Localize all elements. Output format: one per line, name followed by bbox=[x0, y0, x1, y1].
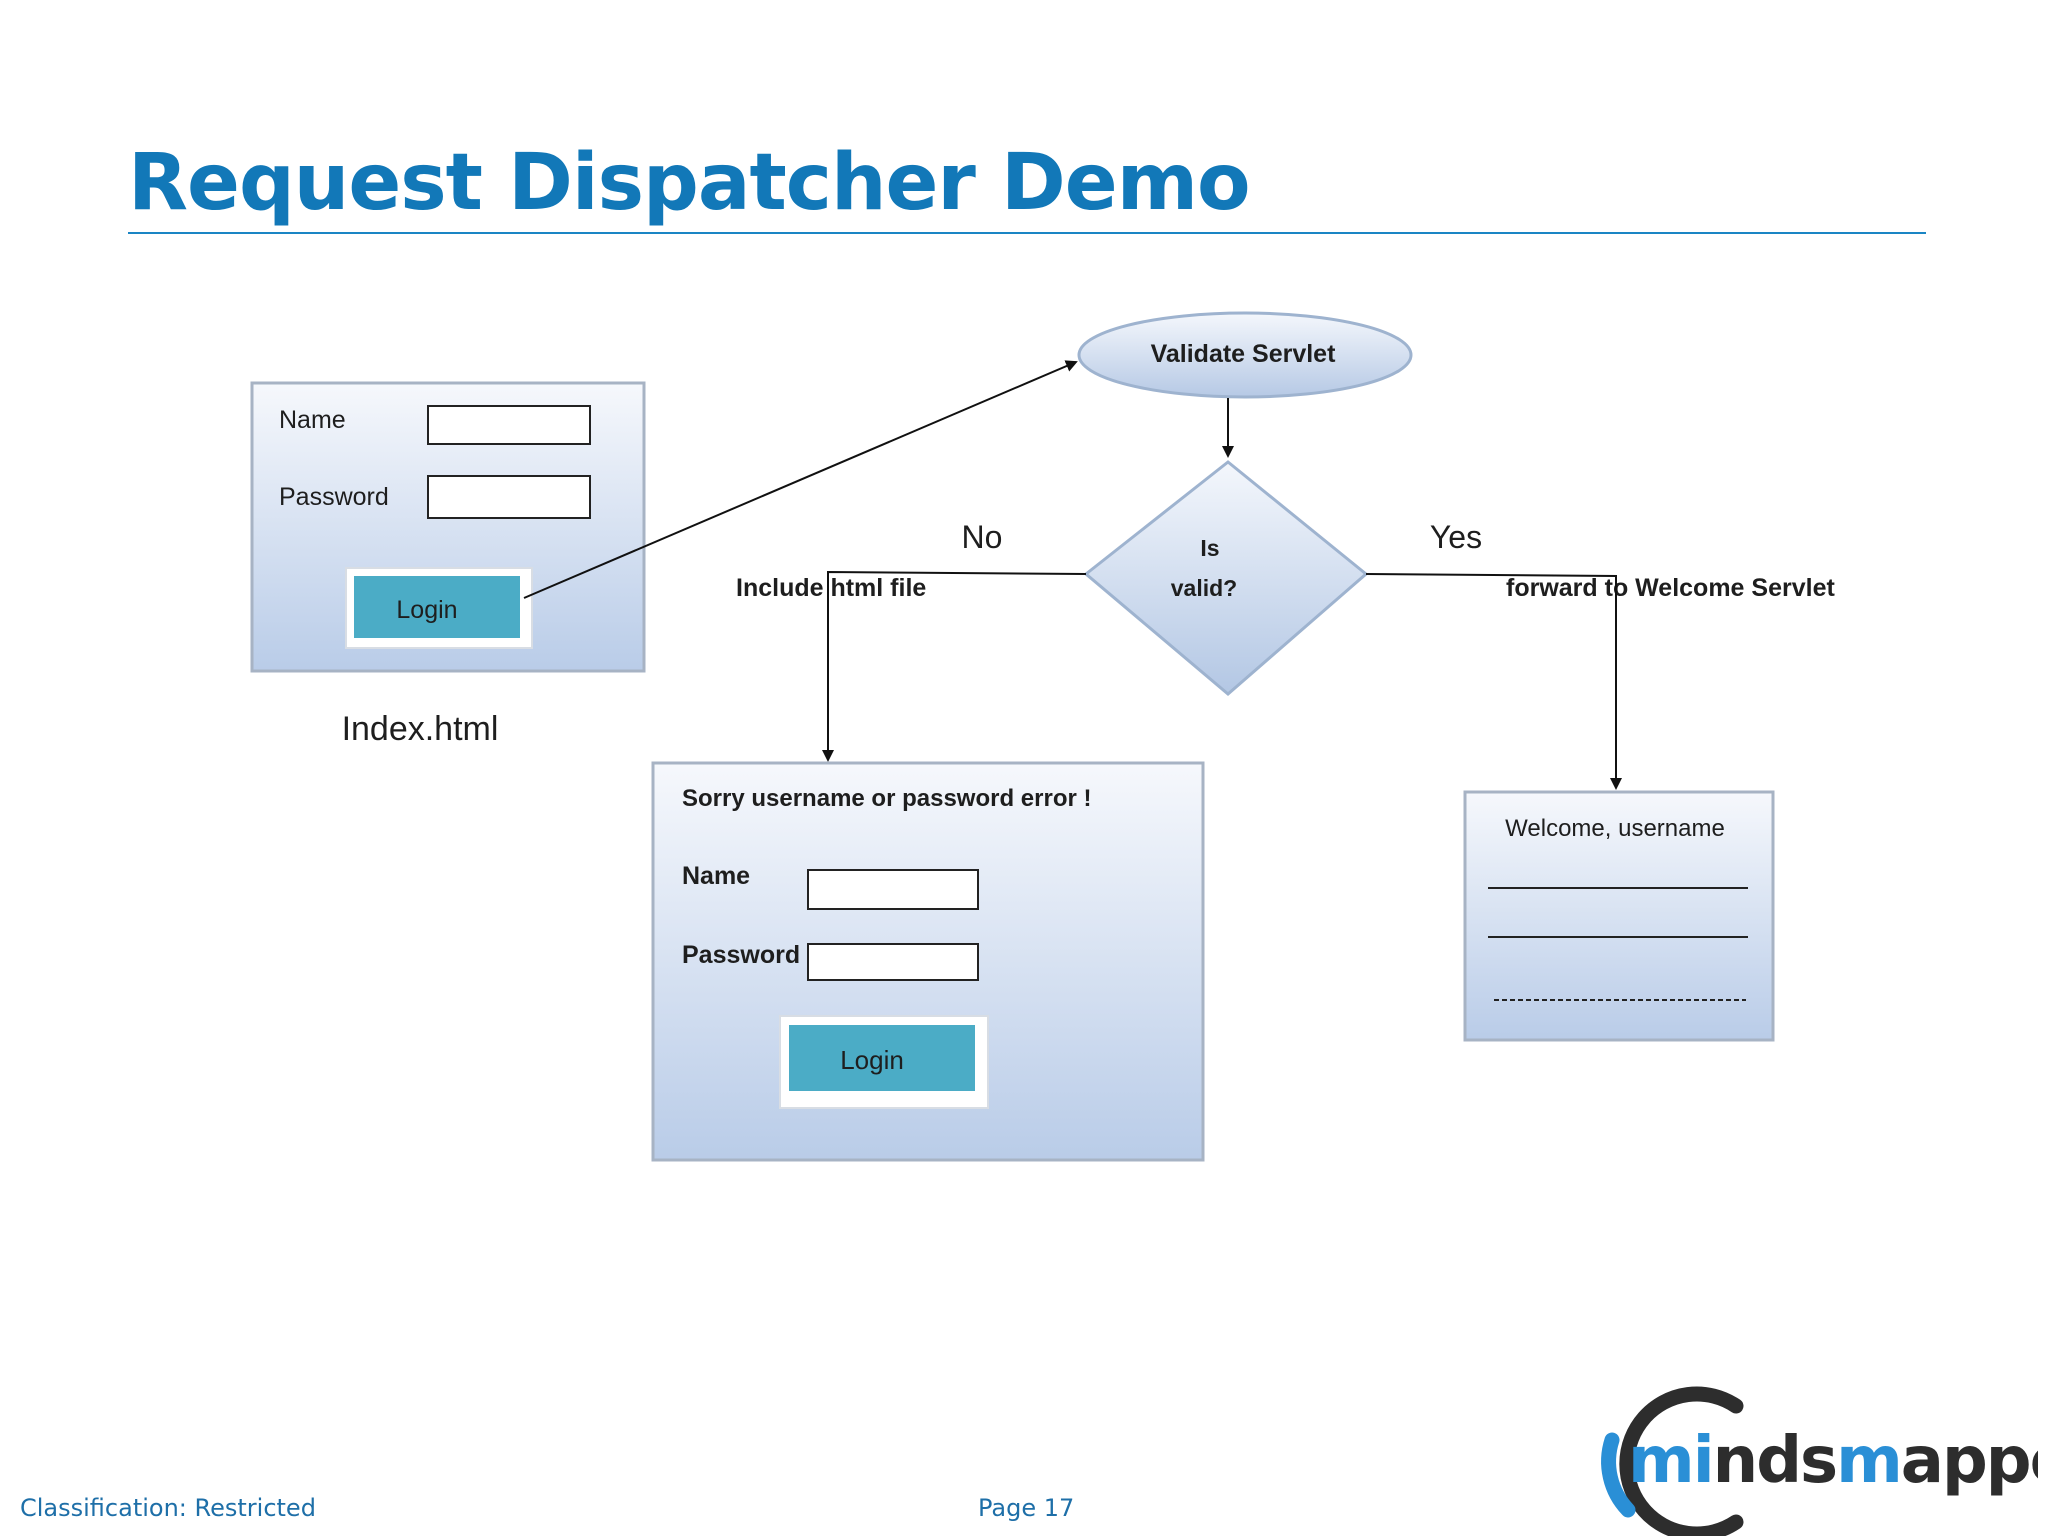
error-login-label: Login bbox=[840, 1045, 904, 1075]
index-login-button[interactable]: Login bbox=[345, 567, 533, 649]
index-name-field[interactable] bbox=[427, 405, 591, 445]
decision-label-is: Is bbox=[1200, 535, 1219, 561]
slide-title: Request Dispatcher Demo bbox=[128, 138, 1251, 228]
decision-node: Is valid? bbox=[1083, 460, 1369, 696]
validate-servlet-label: Validate Servlet bbox=[1151, 340, 1337, 368]
no-label: No bbox=[962, 519, 1003, 555]
arrow-login-to-servlet bbox=[523, 360, 1078, 599]
index-caption: Index.html bbox=[342, 710, 499, 748]
welcome-text: Welcome, username bbox=[1505, 815, 1725, 842]
mindsmapped-logo: mindsmapped bbox=[1601, 1386, 2038, 1536]
page-number: Page 17 bbox=[978, 1494, 1075, 1522]
decision-label-valid: valid? bbox=[1171, 575, 1237, 601]
yes-label: Yes bbox=[1430, 519, 1482, 555]
welcome-box: Welcome, username bbox=[1463, 790, 1775, 1042]
validate-servlet-node: Validate Servlet bbox=[1077, 311, 1413, 399]
include-html-label: Include html file bbox=[736, 574, 926, 602]
error-name-label: Name bbox=[682, 862, 750, 890]
arrow-no-branch bbox=[822, 570, 1087, 762]
svg-text:mindsmapped: mindsmapped bbox=[1628, 1424, 2038, 1498]
index-login-label: Login bbox=[396, 596, 457, 624]
index-name-label: Name bbox=[279, 406, 346, 434]
error-password-label: Password bbox=[682, 941, 800, 969]
index-form: Name Password Login bbox=[250, 381, 646, 673]
index-password-label: Password bbox=[279, 483, 389, 511]
arrow-yes-branch bbox=[1365, 573, 1622, 790]
classification-footer: Classification: Restricted bbox=[20, 1494, 316, 1522]
error-message: Sorry username or password error ! bbox=[682, 785, 1091, 812]
index-password-field[interactable] bbox=[427, 475, 591, 519]
forward-welcome-label: forward to Welcome Servlet bbox=[1506, 574, 1835, 602]
error-name-field[interactable] bbox=[807, 869, 979, 910]
error-form: Sorry username or password error ! Name … bbox=[651, 761, 1205, 1162]
error-password-field[interactable] bbox=[807, 943, 979, 981]
title-divider bbox=[128, 232, 1926, 234]
error-login-button[interactable]: Login bbox=[779, 1015, 989, 1109]
